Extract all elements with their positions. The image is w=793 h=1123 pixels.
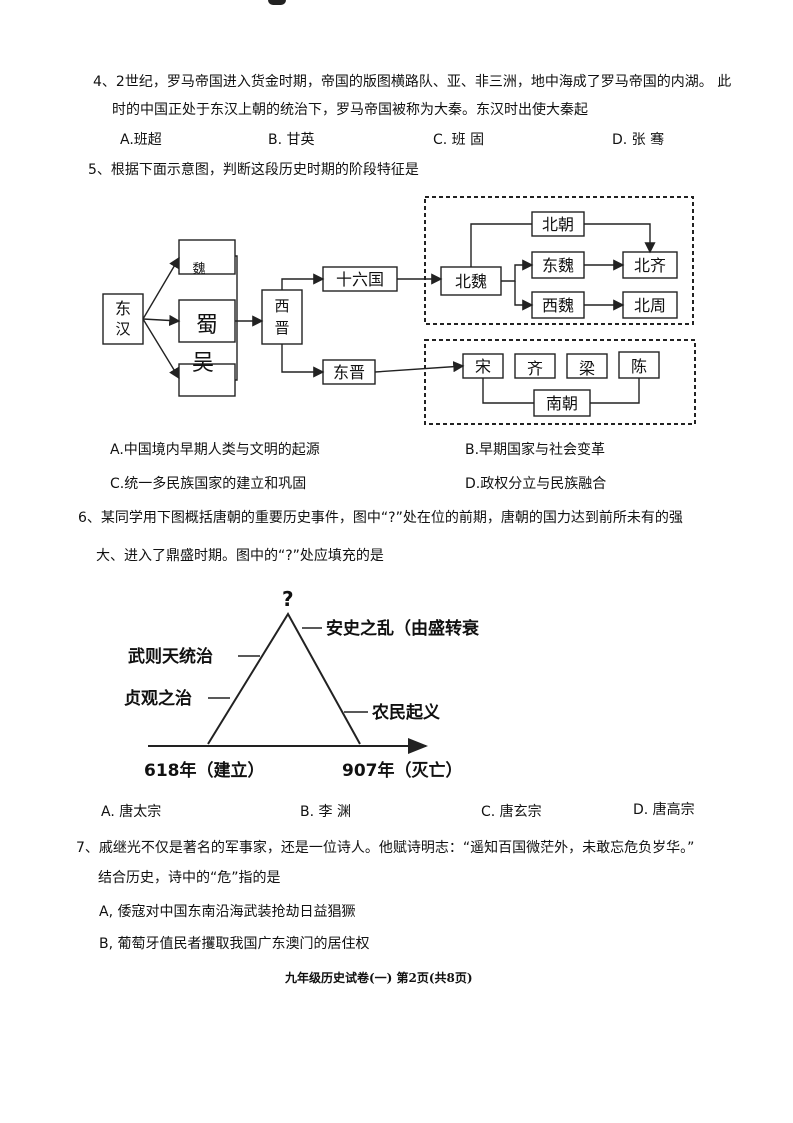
q6-option-d: D. 唐高宗 (633, 802, 695, 818)
q6-stem-line2: 大、进入了鼎盛时期。图中的“?”处应填充的是 (96, 548, 384, 564)
xiwei-label: 西魏 (542, 296, 574, 315)
dongwei-label: 东魏 (542, 256, 574, 275)
xijin-label: 西晋 (95, 192, 97, 193)
beichao-label: 北朝 (542, 215, 574, 234)
xijin-label-2: 晋 (274, 319, 289, 337)
nanchao-label: 南朝 (546, 394, 578, 413)
song-label: 宋 (475, 357, 491, 376)
xijin-label-1: 西 (274, 297, 289, 315)
south-dynasties-group (424, 339, 696, 425)
anshi-label: 安史之乱（由盛转衰 (326, 618, 480, 639)
q6-stem-line1: 6、某同学用下图概括唐朝的重要历史事件，图中“?”处在位的前期，唐朝的国力达到前… (78, 510, 683, 526)
dynasty-flow-diagram: 东 汉 魏 蜀 吴 西 晋 十六国 东晋 北魏 北朝 东魏 西魏 北齐 北周 宋… (95, 192, 696, 425)
liang-box (566, 353, 608, 379)
beiwei-label: 北魏 (455, 272, 487, 291)
beizhou-label: 北周 (634, 296, 666, 315)
q4-option-d: D. 张 骞 (612, 132, 665, 148)
q7-stem-line2: 结合历史，诗中的“危”指的是 (98, 870, 281, 886)
wuzetian-label: 武则天统治 (128, 646, 213, 667)
qi-box (514, 353, 556, 379)
donghan-label: 东汉 (95, 192, 97, 193)
dongjin-label: 东晋 (333, 363, 365, 382)
q7-option-b: B, 葡萄牙值民者攫取我国广东澳门的居住权 (99, 936, 370, 952)
question-mark-label: ? (282, 587, 294, 611)
chen-label: 陈 (631, 357, 647, 376)
q4-option-b: B. 甘英 (268, 132, 315, 148)
q6-option-c: C. 唐玄宗 (481, 804, 542, 820)
q5-option-d: D.政权分立与民族融合 (465, 476, 607, 492)
north-dynasties-group (424, 196, 694, 325)
donghan-label-2: 汉 (115, 320, 130, 338)
wu-label: 吴 (192, 351, 214, 376)
qi-label: 齐 (527, 359, 543, 378)
q6-option-b: B. 李 渊 (300, 804, 351, 820)
q4-option-a: A.班超 (120, 132, 162, 148)
nongmin-label: 农民起义 (371, 702, 440, 723)
q5-option-b: B.早期国家与社会变革 (465, 442, 606, 458)
beiqi-label: 北齐 (634, 256, 666, 275)
scan-mark (268, 0, 286, 5)
shiliuguo-label: 十六国 (336, 270, 384, 289)
tang-triangle-diagram: ? 武则天统治 贞观之治 安史之乱（由盛转衰 农民起义 618年（建立） 907… (124, 587, 480, 781)
end-year-label: 907年（灭亡） (342, 760, 463, 781)
zhenguan-label: 贞观之治 (124, 688, 192, 709)
triangle-outline (207, 612, 361, 745)
q5-option-a: A.中国境内早期人类与文明的起源 (110, 442, 320, 458)
wei-label: 魏 (192, 262, 205, 277)
q7-option-a: A, 倭寇对中国东南沿海武装抢劫日益猖獗 (99, 904, 356, 920)
q6-option-a: A. 唐太宗 (101, 804, 162, 820)
q4-option-c: C. 班 固 (433, 132, 485, 148)
q5-stem: 5、根据下面示意图，判断这段历史时期的阶段特征是 (88, 162, 419, 178)
shu-label: 蜀 (196, 313, 218, 338)
q5-option-c: C.统一多民族国家的建立和巩固 (110, 476, 307, 492)
liang-label: 梁 (579, 359, 595, 378)
q4-stem-line1: 4、2世纪，罗马帝国进入货金时期，帝国的版图横路队、亚、非三洲，地中海成了罗马帝… (93, 74, 732, 90)
wei-box (178, 239, 236, 275)
q4-stem-line2: 时的中国正处于东汉上朝的统治下，罗马帝国被称为大秦。东汉时出使大秦起 (112, 102, 588, 118)
page-footer: 九年级历史试卷(一) 第2页(共8页) (285, 971, 473, 985)
q7-stem-line1: 7、戚继光不仅是著名的军事家，还是一位诗人。他赋诗明志：“遥知百国微茫外，未敢忘… (76, 840, 695, 856)
donghan-label-1: 东 (115, 299, 131, 318)
start-year-label: 618年（建立） (144, 760, 265, 781)
